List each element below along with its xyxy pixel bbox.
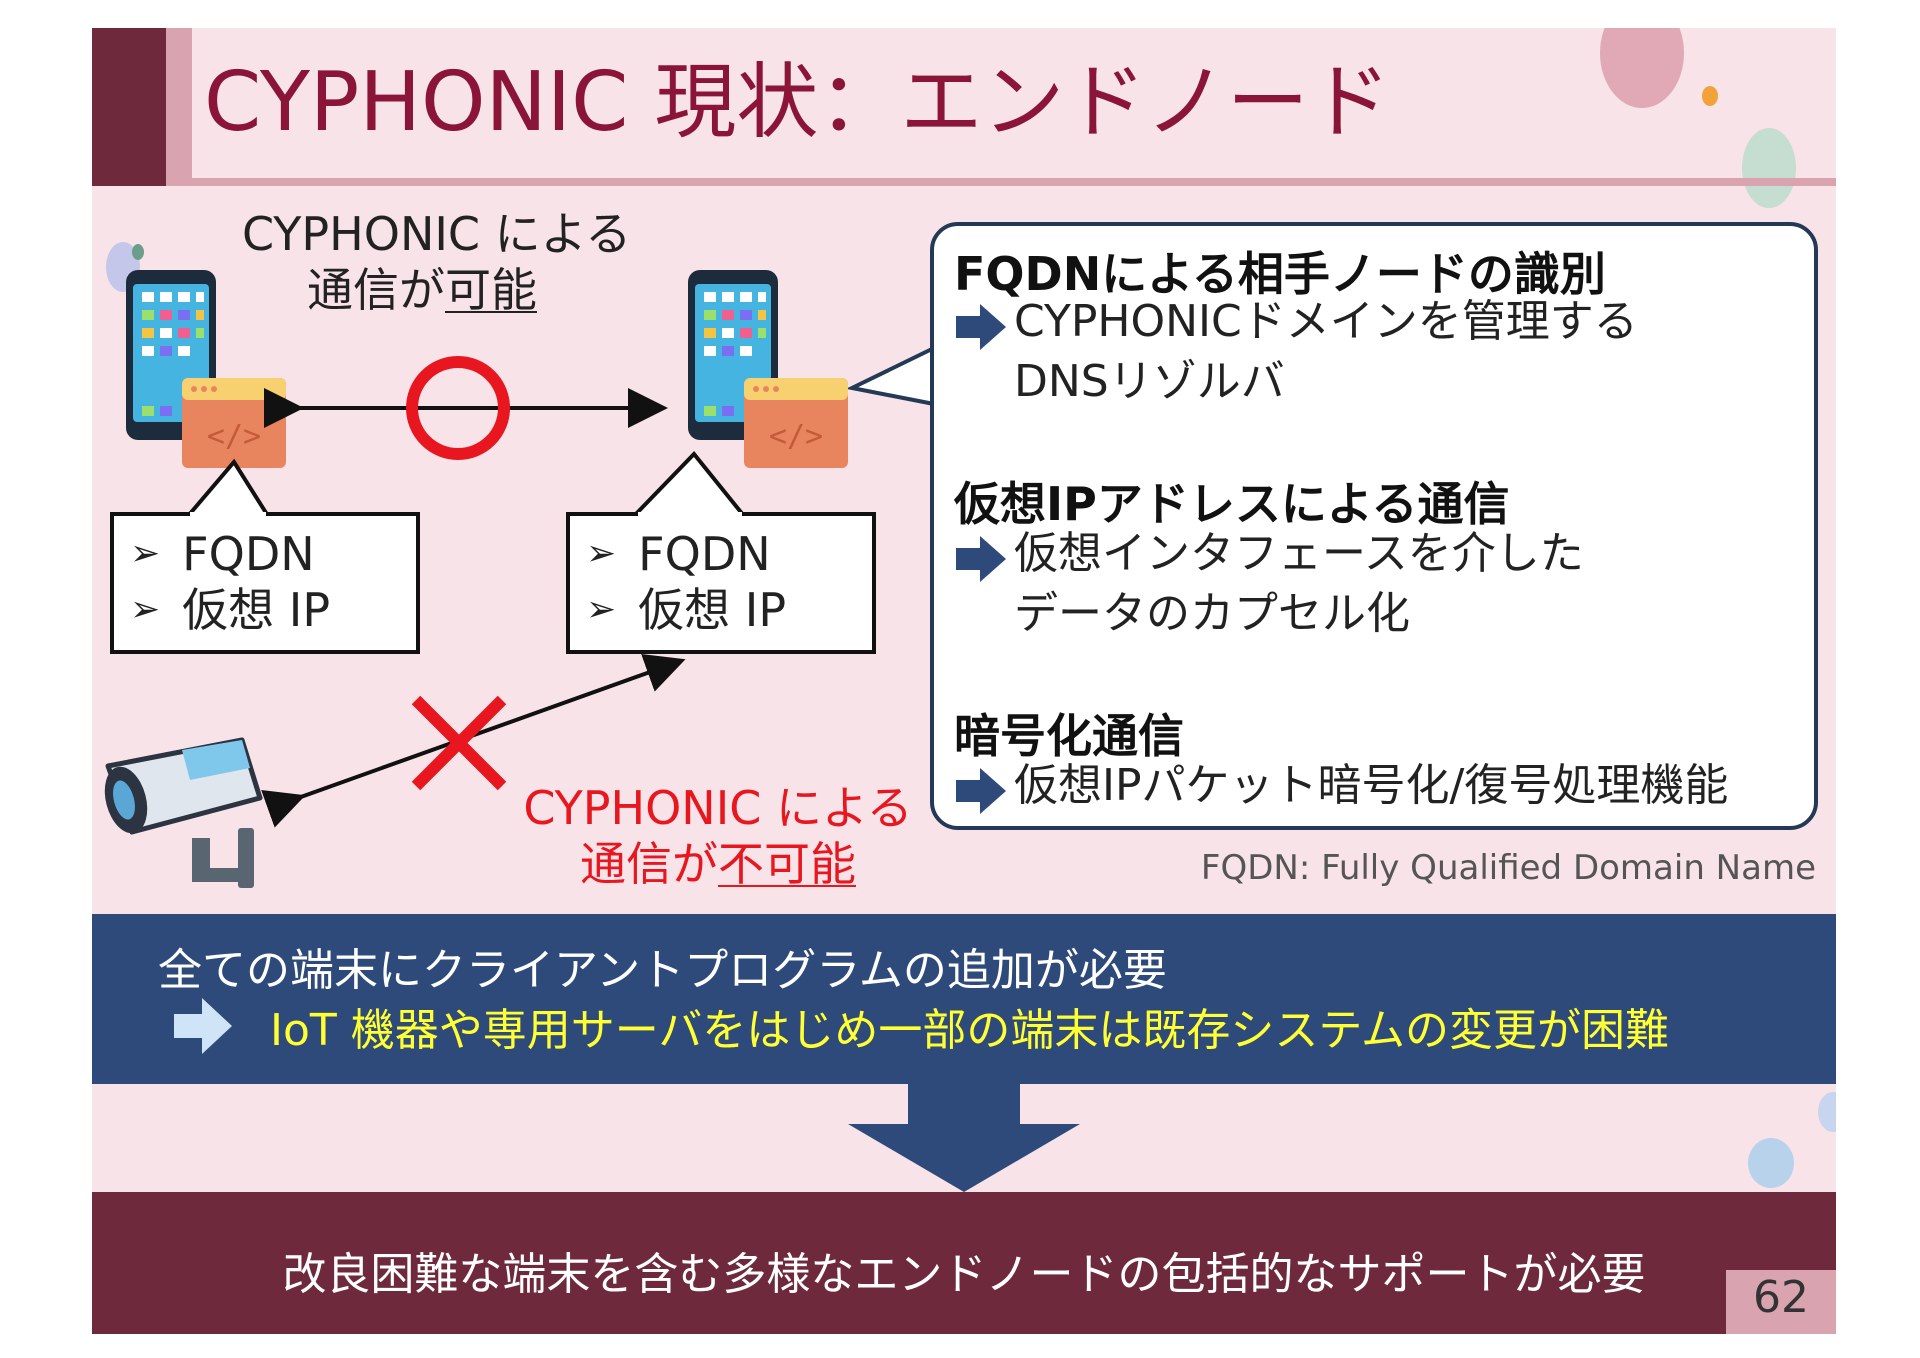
ok-label-prefix: 通信が	[307, 263, 445, 317]
ng-label-line1: CYPHONIC による	[523, 781, 913, 835]
chevron-right-icon: ➢	[586, 533, 617, 574]
conclusion-text: 改良困難な端末を含む多様なエンドノードの包括的なサポートが必要	[282, 1249, 1646, 1300]
section-line: DNSリゾルバ	[1014, 356, 1285, 407]
decor-circle	[1748, 1138, 1794, 1188]
ok-label: CYPHONIC による 通信が可能	[242, 206, 632, 318]
ng-label-emphasis: 不可能	[718, 837, 856, 891]
bubble-item: ➢仮想 IP	[130, 583, 331, 637]
decor-circle	[1600, 28, 1684, 108]
bubble-pointer	[183, 458, 272, 518]
feature-info-box: FQDNによる相手ノードの識別 CYPHONICドメインを管理する DNSリゾル…	[930, 222, 1818, 830]
security-camera-icon	[104, 737, 263, 888]
svg-text:</>: </>	[769, 419, 823, 454]
bubble-pointer	[629, 450, 749, 518]
bubble-item: ➢FQDN	[586, 527, 771, 581]
page-number-box	[1726, 1270, 1836, 1334]
arrow-right-icon	[174, 998, 232, 1054]
arrow-right-icon	[956, 768, 1006, 814]
section-heading-fqdn: FQDNによる相手ノードの識別	[954, 247, 1606, 301]
title-accent-bar-light	[166, 28, 192, 186]
ng-label: CYPHONIC による 通信が不可能	[508, 780, 928, 892]
app-window-icon: </>	[182, 378, 286, 468]
section-line: CYPHONICドメインを管理する	[1014, 296, 1638, 347]
arrow-right-icon	[956, 536, 1006, 582]
left-node-bubble: ➢FQDN ➢仮想 IP	[110, 512, 420, 654]
problem-statement: 全ての端末にクライアントプログラムの追加が必要	[158, 945, 1167, 996]
title-underline	[192, 178, 1836, 186]
chevron-right-icon: ➢	[130, 533, 161, 574]
bubble-pointer-join	[638, 512, 742, 518]
bubble-pointer-join	[190, 512, 266, 518]
section-heading-virtual-ip: 仮想IPアドレスによる通信	[954, 477, 1510, 531]
decor-circle	[1818, 1092, 1836, 1132]
info-box-pointer	[848, 346, 935, 406]
ok-circle-icon	[406, 356, 510, 460]
chevron-right-icon: ➢	[586, 589, 617, 630]
problem-detail: IoT 機器や専用サーバをはじめ一部の端末は既存システムの変更が困難	[270, 1005, 1669, 1056]
slide: CYPHONIC 現状：エンドノード CYPHONIC による 通信が可能	[92, 28, 1836, 1334]
title-accent-bar	[92, 28, 166, 186]
arrow-right-icon	[956, 304, 1006, 350]
section-line: 仮想IPパケット暗号化/復号処理機能	[1014, 760, 1729, 811]
bubble-item: ➢仮想 IP	[586, 583, 787, 637]
decor-circle	[1742, 128, 1796, 208]
section-line: 仮想インタフェースを介した	[1014, 528, 1584, 579]
problem-band	[92, 914, 1836, 1084]
footnote: FQDN: Fully Qualified Domain Name	[1200, 848, 1816, 888]
ng-cross-icon	[411, 695, 507, 791]
blocked-communication-arrow	[261, 653, 686, 828]
section-line: データのカプセル化	[1014, 588, 1410, 639]
chevron-right-icon: ➢	[130, 589, 161, 630]
decor-dot	[132, 244, 144, 260]
svg-text:</>: </>	[207, 419, 261, 454]
ng-label-prefix: 通信が	[580, 837, 718, 891]
ok-label-emphasis: 可能	[445, 263, 537, 317]
arrow-down-icon	[848, 1084, 1080, 1192]
conclusion-band	[92, 1192, 1836, 1334]
app-window-icon: </>	[744, 378, 848, 468]
bubble-item: ➢FQDN	[130, 527, 315, 581]
slide-title: CYPHONIC 現状：エンドノード	[204, 55, 1391, 150]
ok-label-line1: CYPHONIC による	[242, 207, 632, 261]
network-diagram: </> </>	[104, 270, 848, 888]
section-heading-encryption: 暗号化通信	[954, 709, 1184, 763]
right-node-bubble: ➢FQDN ➢仮想 IP	[566, 512, 876, 654]
decor-dot	[1702, 86, 1718, 106]
page-number: 62	[1753, 1272, 1809, 1323]
